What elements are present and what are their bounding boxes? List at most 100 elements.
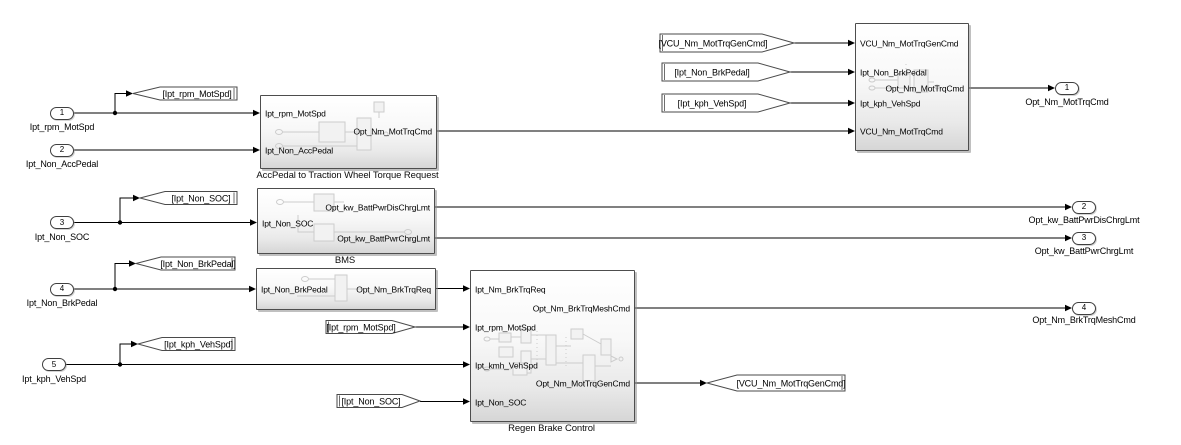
arrowhead — [463, 361, 470, 368]
outport-3-label: Opt_kw_BattPwrChrgLmt — [1034, 246, 1134, 256]
arrowhead — [131, 340, 138, 348]
arrowhead — [249, 285, 256, 293]
port-label-out: Opt_Nm_MotTrqCmd — [885, 83, 964, 94]
outport-2[interactable]: 2 — [1072, 200, 1096, 214]
outport-number: 2 — [1081, 202, 1087, 211]
outport-1[interactable]: 1 — [1055, 81, 1079, 95]
port-label-in: Ipt_rpm_MotSpd — [265, 108, 326, 119]
arrowhead — [848, 127, 855, 135]
from-tag-non-soc[interactable]: [Ipt_Non_SOC] — [336, 394, 422, 408]
port-label-out: Opt_Nm_MotTrqGenCmd — [535, 378, 630, 389]
arrowhead — [1065, 203, 1072, 211]
arrowhead — [1065, 234, 1072, 242]
branch-dot — [117, 362, 123, 367]
port-label-out: Opt_kw_BattPwrChrgLmt — [337, 233, 430, 244]
subsystem-preview — [297, 274, 361, 302]
from-tag-label: [Ipt_kph_VehSpd] — [678, 99, 747, 109]
arrowhead — [848, 68, 855, 76]
goto-tag-kph-vehspd[interactable]: [Ipt_kph_VehSpd] — [136, 337, 236, 351]
port-label-in: VCU_Nm_MotTrqGenCmd — [860, 38, 959, 49]
inport-number: 4 — [59, 284, 65, 293]
from-tag-non-brkpedal[interactable]: [Ipt_Non_BrkPedal] — [661, 62, 792, 82]
goto-tag-label: [Ipt_rpm_MotSpd] — [162, 89, 231, 99]
port-label-in: Ipt_Non_SOC — [262, 218, 314, 228]
arrowhead — [250, 219, 257, 226]
from-tag-label: [VCU_Nm_MotTrqGenCmd] — [658, 39, 767, 49]
port-label-in: Ipt_Nm_BrkTrqReq — [475, 284, 546, 294]
subsystem-preview — [276, 193, 412, 242]
arrowhead — [463, 323, 470, 331]
subsystem-brkpedal[interactable]: Ipt_Non_BrkPedal Opt_Nm_BrkTrqReq — [256, 268, 436, 310]
arrowhead — [129, 260, 136, 267]
branch-dot — [117, 220, 123, 225]
port-label-out: Opt_Nm_BrkTrqReq — [356, 284, 431, 294]
wire-branch-goto-non-brkpedal[interactable] — [114, 263, 130, 290]
outport-number: 4 — [1081, 303, 1087, 312]
goto-tag-label: [Ipt_Non_SOC] — [171, 193, 230, 203]
goto-tag-label: [VCU_Nm_MotTrqGenCmd] — [736, 379, 845, 389]
port-label-in: Ipt_Non_SOC — [475, 397, 527, 407]
arrowhead — [848, 39, 855, 47]
goto-tag-rpm-motspd[interactable]: [Ipt_rpm_MotSpd] — [132, 86, 238, 101]
arrowhead — [1048, 84, 1055, 92]
subsystem-preview — [868, 64, 940, 93]
arrowhead — [463, 285, 470, 292]
arrowhead — [463, 398, 470, 405]
arrowhead — [1065, 304, 1072, 312]
wire-branch-goto-kph-vehspd[interactable] — [119, 343, 132, 365]
outport-1-label: Opt_Nm_MotTrqCmd — [1025, 97, 1109, 107]
outport-4-label: Opt_Nm_BrkTrqMeshCmd — [1032, 315, 1136, 325]
inport-4-label: Ipt_Non_BrkPedal — [26, 298, 98, 308]
outport-2-label: Opt_kw_BattPwrDisChrgLmt — [1028, 215, 1140, 225]
subsystem-vcu-mottrq[interactable]: VCU_Nm_MotTrqGenCmd Ipt_Non_BrkPedal Ipt… — [855, 23, 969, 151]
port-label-out: Opt_Nm_MotTrqCmd — [353, 126, 432, 137]
subsystem-bms[interactable]: Ipt_Non_SOC Opt_kw_BattPwrDisChrgLmt Opt… — [257, 188, 435, 254]
goto-tag-non-soc[interactable]: [Ipt_Non_SOC] — [138, 191, 238, 205]
arrowhead — [848, 99, 855, 107]
from-tag-label: [Ipt_Non_BrkPedal] — [674, 68, 749, 78]
arrowhead — [253, 109, 260, 117]
from-tag-vcu-gencmd[interactable]: [VCU_Nm_MotTrqGenCmd] — [658, 33, 796, 53]
goto-tag-label: [Ipt_Non_BrkPedal] — [160, 259, 235, 269]
wire-branch-goto-rpm-motspd[interactable] — [114, 93, 127, 114]
subsystem-accpedal[interactable]: Ipt_rpm_MotSpd Ipt_Non_AccPedal Opt_Nm_M… — [260, 95, 437, 169]
arrowhead — [126, 90, 133, 97]
goto-tag-vcu-gencmd[interactable]: [VCU_Nm_MotTrqGenCmd] — [705, 374, 846, 392]
subsystem-regen-brake-control[interactable]: Ipt_Nm_BrkTrqReq Ipt_rpm_MotSpd Ipt_kmh_… — [470, 270, 635, 422]
inport-3-label: Ipt_Non_SOC — [34, 231, 90, 242]
outport-number: 1 — [1064, 83, 1070, 92]
outport-3[interactable]: 3 — [1072, 231, 1096, 245]
from-tag-label: [Ipt_rpm_MotSpd] — [326, 322, 395, 332]
arrowhead — [133, 194, 140, 202]
from-tag-rpm-motspd[interactable]: [Ipt_rpm_MotSpd] — [325, 320, 417, 334]
port-label-in: Ipt_Non_BrkPedal — [860, 67, 927, 78]
outport-4[interactable]: 4 — [1072, 301, 1096, 315]
branch-dot — [112, 110, 118, 116]
subsystem-caption-accpedal: AccPedal to Traction Wheel Torque Reques… — [256, 170, 439, 181]
inport-5[interactable]: 5 — [42, 358, 66, 371]
from-tag-label: [Ipt_Non_SOC] — [341, 396, 400, 406]
inport-number: 1 — [59, 108, 65, 117]
inport-2[interactable]: 2 — [50, 143, 74, 157]
inport-4[interactable]: 4 — [50, 282, 74, 296]
from-tag-kph-vehspd[interactable]: [Ipt_kph_VehSpd] — [661, 93, 792, 113]
arrowhead — [700, 379, 707, 387]
inport-1[interactable]: 1 — [50, 106, 74, 120]
subsystem-caption-regen: Regen Brake Control — [508, 423, 595, 434]
arrowhead — [253, 146, 260, 154]
inport-5-label: Ipt_kph_VehSpd — [22, 373, 86, 384]
port-label-out: Opt_Nm_BrkTrqMeshCmd — [532, 303, 630, 314]
inport-3[interactable]: 3 — [50, 216, 74, 229]
subsystem-preview — [483, 328, 624, 382]
goto-tag-non-brkpedal[interactable]: [Ipt_Non_BrkPedal] — [134, 256, 236, 271]
goto-tag-label: [Ipt_kph_VehSpd] — [164, 339, 233, 349]
inport-number: 5 — [51, 359, 57, 369]
port-label-in: Ipt_kph_VehSpd — [860, 98, 921, 109]
inport-1-label: Ipt_rpm_MotSpd — [29, 122, 95, 132]
port-label-in: Ipt_Non_AccPedal — [265, 145, 334, 156]
port-label-out: Opt_kw_BattPwrDisChrgLmt — [325, 202, 430, 213]
wire-branch-goto-non-soc[interactable] — [119, 197, 134, 223]
subsystem-caption-bms: BMS — [334, 255, 356, 266]
